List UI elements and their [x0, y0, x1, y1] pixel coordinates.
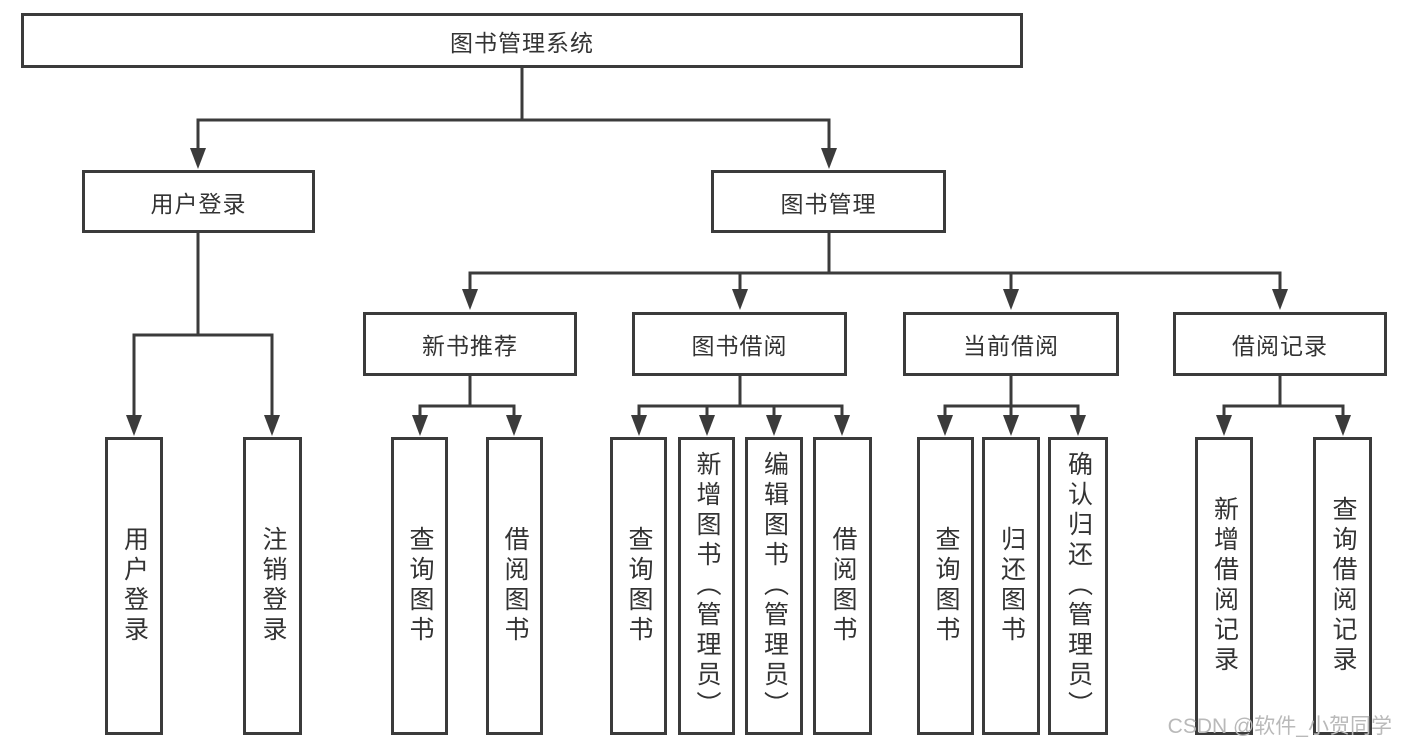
- arrowhead: [699, 415, 715, 436]
- node-current-borrow: 当前借阅: [903, 312, 1119, 376]
- connector-root-to-level1: [196, 68, 831, 150]
- leaf-add-books-admin: 新增图书（管理员）: [678, 437, 735, 735]
- leaf-return-books: 归还图书: [982, 437, 1040, 735]
- leaf-borrow-books-2: 借阅图书: [813, 437, 872, 735]
- leaf-query-books-2: 查询图书: [610, 437, 667, 735]
- leaf-borrow-books-1: 借阅图书: [486, 437, 543, 735]
- connector-bookmgmt-to-level3: [468, 233, 1282, 290]
- arrowheads: [126, 148, 1351, 436]
- arrowhead: [821, 148, 837, 169]
- leaf-query-books-3: 查询图书: [917, 437, 974, 735]
- arrowhead: [937, 415, 953, 436]
- node-book-borrow: 图书借阅: [632, 312, 847, 376]
- arrowhead: [1003, 289, 1019, 310]
- arrowhead: [412, 415, 428, 436]
- connector-records-to-leaves: [1222, 376, 1345, 416]
- arrowhead: [631, 415, 647, 436]
- arrowhead: [1070, 415, 1086, 436]
- node-new-book-rec: 新书推荐: [363, 312, 577, 376]
- connector-userlogin-to-leaves: [132, 233, 274, 416]
- leaf-query-books-1: 查询图书: [391, 437, 448, 735]
- arrowhead: [190, 148, 206, 169]
- arrowhead: [1003, 415, 1019, 436]
- arrowhead: [1335, 415, 1351, 436]
- arrowhead: [766, 415, 782, 436]
- arrowhead: [126, 415, 142, 436]
- connector-newrec-to-leaves: [418, 376, 516, 416]
- node-root-system: 图书管理系统: [21, 13, 1023, 68]
- leaf-add-borrow-record: 新增借阅记录: [1195, 437, 1253, 735]
- arrowhead: [834, 415, 850, 436]
- leaf-logout: 注销登录: [243, 437, 302, 735]
- arrowhead: [1272, 289, 1288, 310]
- leaf-confirm-return-admin: 确认归还（管理员）: [1048, 437, 1108, 735]
- arrowhead: [462, 289, 478, 310]
- leaf-query-borrow-record: 查询借阅记录: [1313, 437, 1372, 735]
- connector-lines: [132, 68, 1345, 416]
- leaf-user-login: 用户登录: [105, 437, 163, 735]
- arrowhead: [264, 415, 280, 436]
- connector-borrow-to-leaves: [637, 376, 844, 416]
- csdn-watermark: CSDN @软件_小贺同学: [1167, 715, 1392, 738]
- node-borrow-records: 借阅记录: [1173, 312, 1387, 376]
- arrowhead: [506, 415, 522, 436]
- arrowhead: [732, 289, 748, 310]
- connector-current-to-leaves: [943, 376, 1080, 416]
- node-user-login-branch: 用户登录: [82, 170, 315, 233]
- arrowhead: [1216, 415, 1232, 436]
- node-book-mgmt-branch: 图书管理: [711, 170, 946, 233]
- leaf-edit-books-admin: 编辑图书（管理员）: [745, 437, 803, 735]
